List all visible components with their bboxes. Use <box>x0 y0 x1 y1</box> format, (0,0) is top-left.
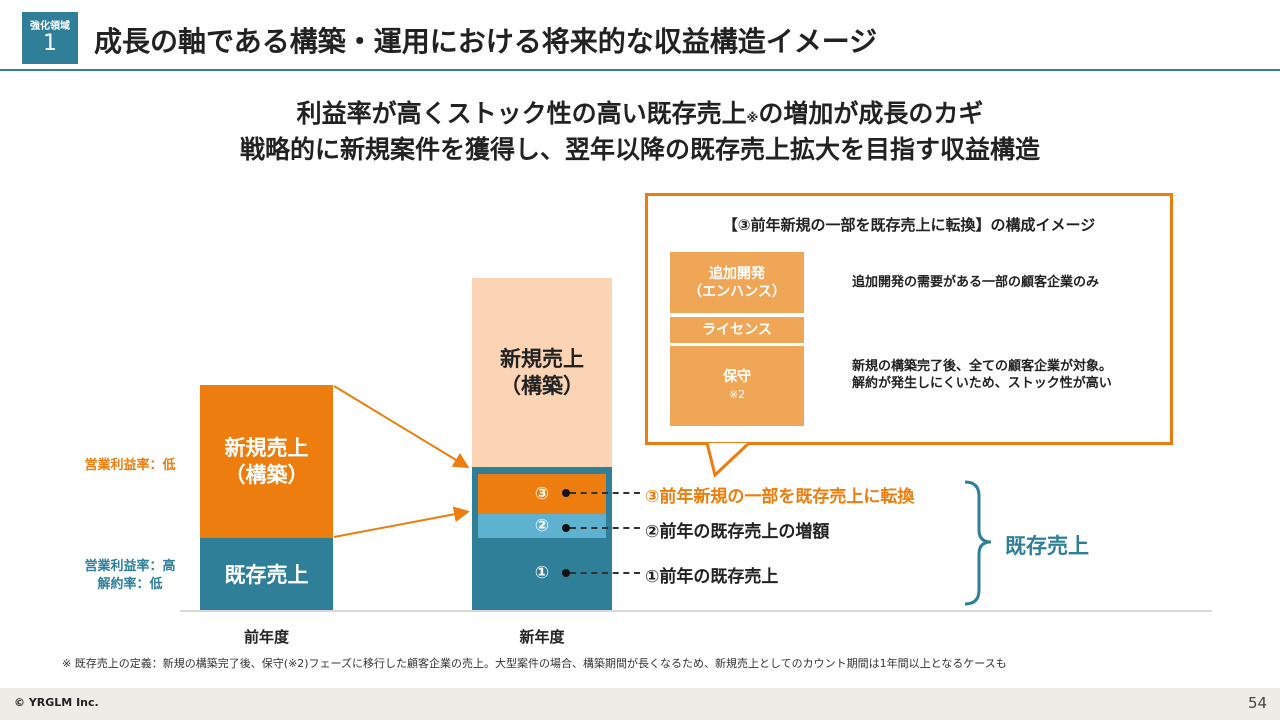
note-mark: ※ <box>746 111 759 125</box>
header-divider <box>0 69 1280 71</box>
stock-description-2: 解約が発生しにくいため、ストック性が高い <box>852 376 1112 391</box>
license-box: ライセンス <box>670 317 804 343</box>
leader-dot <box>562 569 570 577</box>
subtitle-text: の増加が成長のカギ <box>758 99 984 128</box>
leader-line <box>570 492 640 494</box>
churn-low-label: 解約率：低 <box>97 577 163 592</box>
enhancement-description: 追加開発の需要がある一部の顧客企業のみ <box>852 275 1100 290</box>
stock-description-1: 新規の構築完了後、全ての顧客企業が対象。 <box>852 359 1113 374</box>
leader-line <box>570 527 640 529</box>
page-number: 54 <box>1248 694 1268 712</box>
badge-label: 強化領域 <box>30 21 70 32</box>
new-year-new-sales-bar: 新規売上 （構築） <box>472 278 612 467</box>
prev-year-new-sales-bar: 新規売上 （構築） <box>200 385 333 538</box>
leader-line <box>570 572 640 574</box>
prev-year-existing-sales-bar: 既存売上 <box>200 538 333 610</box>
new-year-axis-label: 新年度 <box>519 628 565 646</box>
existing-sales-brace <box>964 480 992 606</box>
prev-year-axis-label: 前年度 <box>243 628 289 646</box>
arrow-new-to-converted <box>333 385 470 469</box>
enhancement-box: 追加開発 （エンハンス） <box>670 252 804 313</box>
segment-previous-existing: ① <box>478 560 606 586</box>
copyright: © YRGLM Inc. <box>14 696 99 709</box>
footer-bar: © YRGLM Inc. 54 <box>0 688 1280 720</box>
leader-dot <box>562 524 570 532</box>
focus-area-badge: 強化領域 1 <box>22 12 78 64</box>
callout-title: 【③前年新規の一部を既存売上に転換】の構成イメージ <box>722 216 1096 234</box>
subtitle-line-1: 利益率が高くストック性の高い既存売上※の増加が成長のカギ <box>0 94 1280 130</box>
segment-number: ① <box>534 563 550 583</box>
footnote: ※ 既存売上の定義：新規の構築完了後、保守(※2)フェーズに移行した顧客企業の売… <box>62 657 1007 670</box>
segment-number: ② <box>534 516 550 536</box>
leader-dot <box>562 489 570 497</box>
segment-increase: ② <box>478 514 606 538</box>
segment-1-label: ①前年の既存売上 <box>645 567 779 587</box>
segment-converted: ③ <box>478 474 606 514</box>
subtitle-line-2: 戦略的に新規案件を獲得し、翌年以降の既存売上拡大を目指す収益構造 <box>239 135 1040 164</box>
maintenance-label: 保守 <box>723 369 751 385</box>
maintenance-box: 保守 ※2 <box>670 346 804 426</box>
subtitle-text: 利益率が高くストック性の高い既存売上 <box>296 99 747 128</box>
existing-sales-bracket-label: 既存売上 <box>1005 534 1089 558</box>
arrow-existing-to-increase <box>333 506 470 538</box>
badge-number: 1 <box>43 31 57 56</box>
margin-high-label: 営業利益率：高 <box>84 559 176 574</box>
segment-2-label: ②前年の既存売上の増額 <box>645 522 830 542</box>
callout-tail <box>705 443 751 478</box>
note-mark: ※2 <box>728 388 746 401</box>
margin-low-label: 営業利益率：低 <box>84 458 176 473</box>
page-title: 成長の軸である構築・運用における将来的な収益構造イメージ <box>94 25 878 58</box>
segment-number: ③ <box>534 484 550 504</box>
segment-3-label: ③前年新規の一部を既存売上に転換 <box>645 487 915 507</box>
